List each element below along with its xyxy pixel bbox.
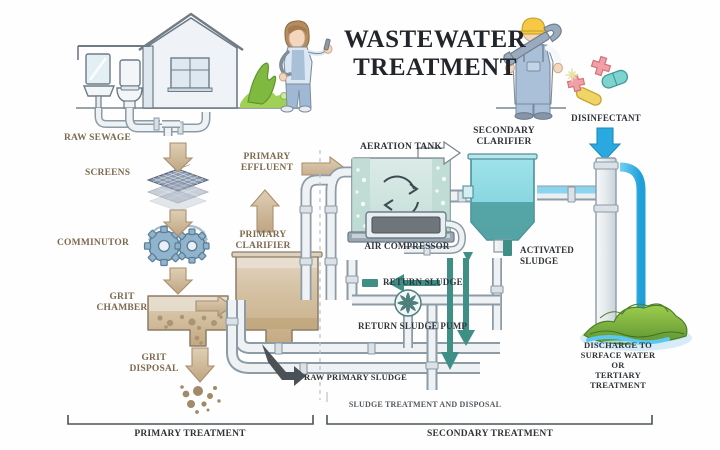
page-title: WASTEWATER TREATMENT (343, 26, 527, 81)
secondary-clarifier (462, 153, 538, 253)
pipe-network (225, 166, 504, 390)
sludge-down-arrow-right (441, 258, 459, 370)
worker-illustration (503, 17, 563, 120)
woman-illustration (278, 20, 333, 113)
screen-mesh-icon (146, 164, 210, 212)
flow-arrow-grit-disposal (184, 347, 216, 383)
grit-disposal-pile (180, 385, 221, 414)
toilet-icon (116, 59, 143, 109)
sparkle-icon (565, 68, 579, 82)
flow-arrow-to-grit (162, 267, 194, 295)
flow-arrow-into-clarifier (195, 294, 233, 318)
sink-icon (82, 85, 116, 109)
raw-primary-sludge-arrow (262, 344, 306, 386)
impeller-blades (397, 292, 419, 314)
secondary-treatment-bracket (326, 415, 653, 425)
flow-arrow-to-secondary (417, 140, 462, 166)
grit-particles (157, 314, 223, 345)
effluent-pipe (537, 157, 619, 344)
return-sludge-pump-icon (394, 289, 422, 317)
primary-treatment-bracket (67, 415, 314, 425)
disinfectant-flow-arrow (588, 127, 622, 161)
activated-sludge-arrow (457, 240, 512, 346)
flow-arrow-to-screens (162, 142, 194, 173)
air-compressor (365, 211, 466, 256)
germs-icon (565, 55, 629, 106)
flow-arrow-to-comminutor (162, 209, 194, 237)
wrench-icon (503, 23, 562, 66)
house-drain-pipes (94, 108, 211, 136)
primary-clarifier (231, 251, 323, 351)
mirror-icon (85, 53, 111, 85)
flow-arrow-primary-effluent (249, 189, 281, 233)
house-icon (77, 12, 244, 109)
pipe-flanges (225, 190, 504, 375)
discharge-landscape-icon (580, 303, 692, 351)
comminutor-gears-icon (143, 224, 210, 267)
section-divider (319, 150, 321, 400)
germ-x-1 (590, 55, 612, 77)
return-sludge-arrow (362, 274, 440, 292)
